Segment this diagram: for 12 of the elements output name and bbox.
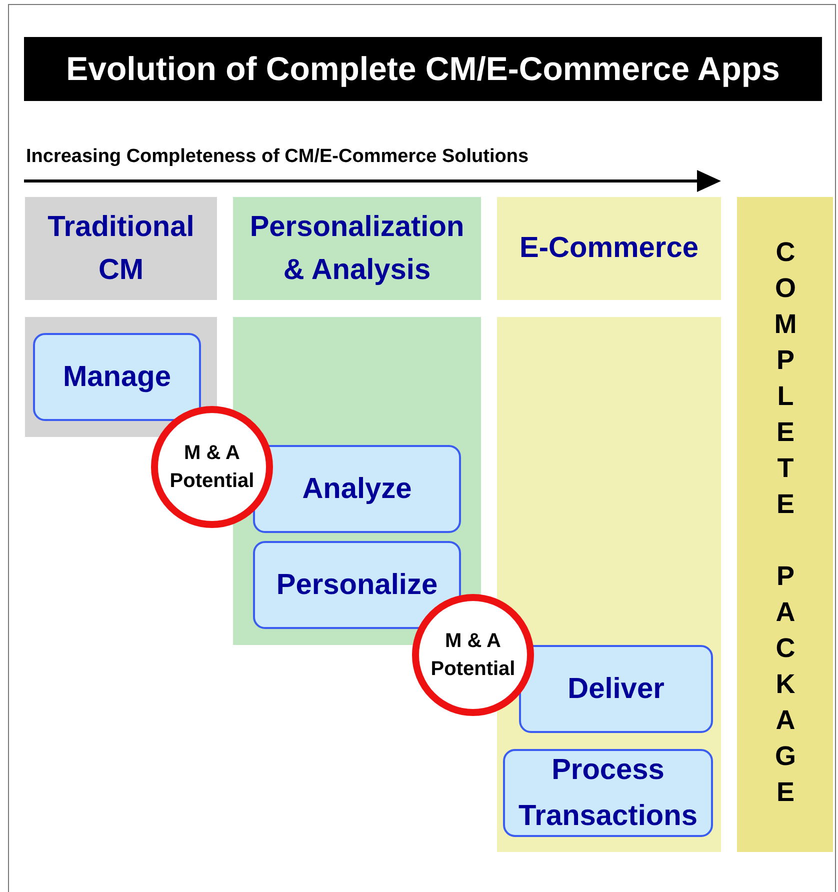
process-box: Deliver [519, 645, 713, 733]
vertical-band: COMPLETE PACKAGE [737, 197, 833, 852]
process-box: Personalize [253, 541, 461, 629]
process-box: Process Transactions [503, 749, 713, 837]
axis-label: Increasing Completeness of CM/E-Commerce Solutions [26, 146, 529, 168]
column-header: Personalization & Analysis [233, 197, 481, 300]
process-box: Manage [33, 333, 201, 421]
process-box: Analyze [253, 445, 461, 533]
column-header: Traditional CM [25, 197, 217, 300]
column-header: E-Commerce [497, 197, 721, 300]
title-banner: Evolution of Complete CM/E-Commerce Apps [24, 37, 822, 101]
column-panel [25, 317, 217, 437]
